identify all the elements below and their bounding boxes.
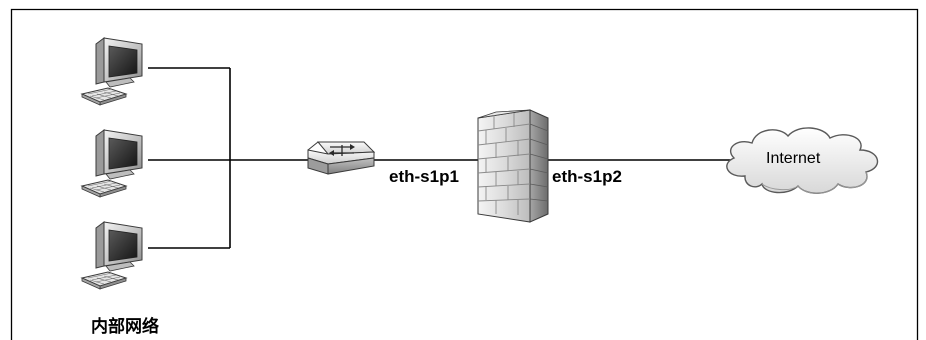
computer-icon (81, 37, 143, 106)
connection-lines (148, 67, 733, 249)
internal-network-label: 内部网络 (91, 316, 159, 337)
firewall-icon (477, 109, 549, 223)
computer-icon (81, 129, 143, 198)
interface-label-external: eth-s1p2 (552, 167, 622, 186)
switch-icon (307, 141, 376, 175)
computer-icon (81, 221, 143, 290)
cloud-label: Internet (766, 150, 821, 167)
cloud-icon (726, 127, 878, 194)
interface-label-internal: eth-s1p1 (389, 167, 459, 186)
diagram-frame (10, 8, 919, 340)
